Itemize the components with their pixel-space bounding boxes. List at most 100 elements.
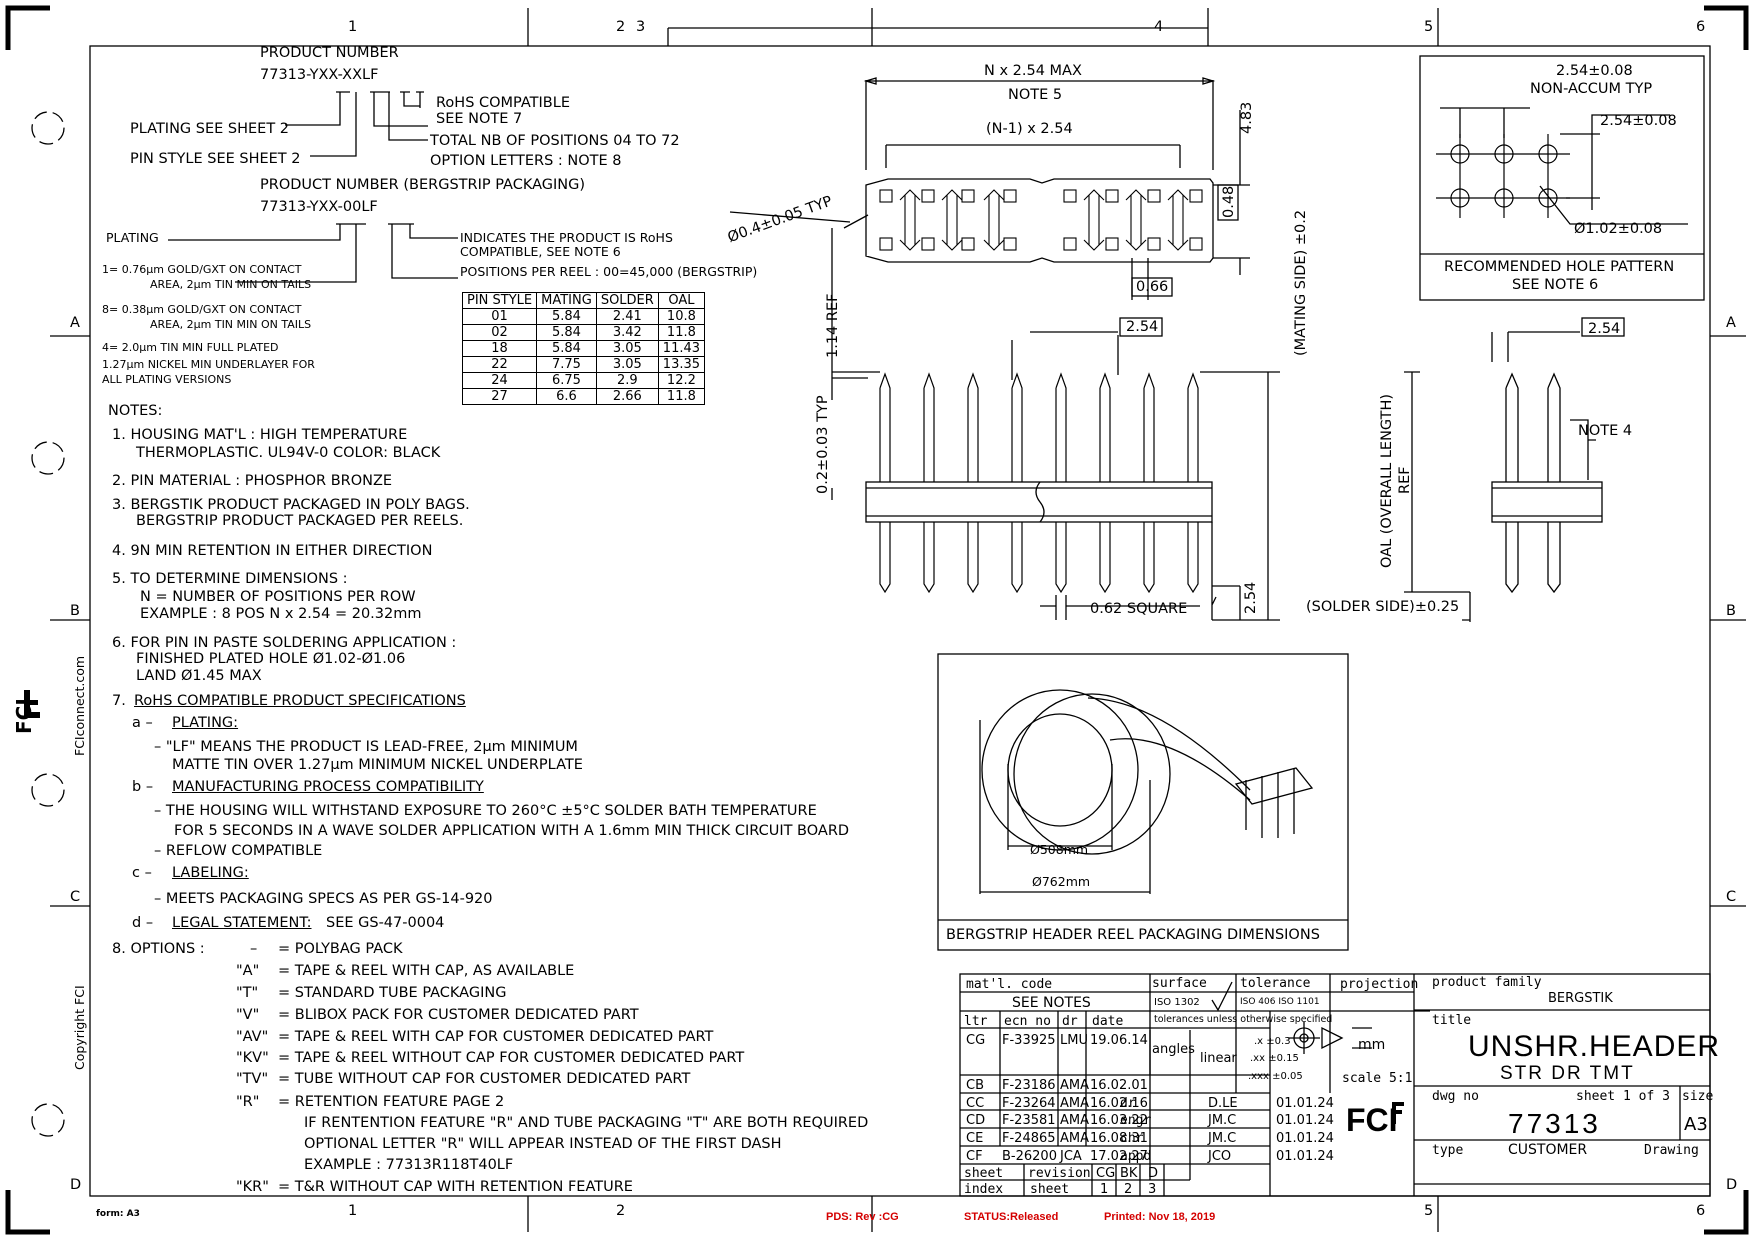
role-date: 01.01.24 <box>1276 1096 1334 1111</box>
rohs-see-note: SEE NOTE 7 <box>436 111 523 127</box>
hole-pitch-1: 2.54±0.08 <box>1556 63 1633 79</box>
role-name: JCO <box>1208 1149 1232 1164</box>
option-value: = POLYBAG PACK <box>278 941 403 957</box>
option-r-2: IF RENTENTION FEATURE "R" AND TUBE PACKA… <box>304 1115 869 1131</box>
note-6c: LAND Ø1.45 MAX <box>136 668 262 684</box>
see-notes: SEE NOTES <box>1012 995 1091 1011</box>
note-7b-label: b – <box>132 779 154 795</box>
note-7c-1: – MEETS PACKAGING SPECS AS PER GS-14-920 <box>154 891 493 907</box>
col-num-3: 3 <box>636 19 646 35</box>
notes-heading: NOTES: <box>108 403 163 419</box>
surface-label: surface <box>1152 976 1207 991</box>
reel-inner-diameter: Ø508mm <box>1030 842 1089 857</box>
projection-label: projection <box>1340 977 1419 992</box>
table-cell: 11.8 <box>657 388 706 405</box>
option-key: "KV" <box>236 1050 269 1066</box>
angles-label: angles <box>1152 1042 1195 1057</box>
dim-0-2-typ: 0.2±0.03 TYP <box>815 395 831 494</box>
indicates-rohs-2: COMPATIBLE, SEE NOTE 6 <box>460 244 621 259</box>
table-cell: 10.8 <box>657 308 706 325</box>
table-cell: 6.75 <box>536 372 597 389</box>
role-name: D.LE <box>1208 1096 1238 1111</box>
table-cell: 6.6 <box>536 388 597 405</box>
matl-code-label: mat'l. code <box>966 977 1053 992</box>
fci-logo: FCI <box>1346 1102 1398 1138</box>
note-1: 1. HOUSING MAT'L : HIGH TEMPERATURE <box>112 427 408 443</box>
option-key: "A" <box>236 963 260 979</box>
row-letter-a: A <box>70 315 80 331</box>
sheet-label: sheet <box>964 1166 1004 1181</box>
note-7-number: 7. <box>112 693 126 709</box>
dim-overall-length: OAL (OVERALL LENGTH) <box>1379 393 1395 568</box>
col-num-6: 6 <box>1696 19 1706 35</box>
table-cell: 13.35 <box>657 356 706 373</box>
col-num-5-bottom: 5 <box>1424 1203 1434 1219</box>
table-cell: 01 <box>461 308 538 325</box>
note-7a-2: MATTE TIN OVER 1.27µm MINIMUM NICKEL UND… <box>172 757 583 773</box>
product-number-title: PRODUCT NUMBER <box>260 45 399 61</box>
dim-2-54-end: 2.54 <box>1588 321 1621 337</box>
role-name: JM.C <box>1208 1113 1237 1128</box>
row-letter-c: C <box>70 889 81 905</box>
rev-date: 16.02.16 <box>1090 1096 1148 1111</box>
option-key: "V" <box>236 1007 260 1023</box>
units-mm: mm <box>1358 1037 1386 1053</box>
option-key: – <box>250 941 258 957</box>
pin-table-header: PIN STYLE <box>461 292 538 309</box>
note-7c-label: c – <box>132 865 152 881</box>
rev-val: BK <box>1120 1166 1138 1181</box>
note-7b-1: – THE HOUSING WILL WITHSTAND EXPOSURE TO… <box>154 803 817 819</box>
rohs-compatible: RoHS COMPATIBLE <box>436 95 570 111</box>
iso-406: ISO 406 ISO 1101 <box>1240 997 1320 1007</box>
side-fci-logo: FCI <box>12 698 36 734</box>
plating-option-8b: AREA, 2µm TIN MIN ON TAILS <box>150 318 312 331</box>
table-cell: 2.66 <box>595 388 659 405</box>
note-4: 4. 9N MIN RETENTION IN EITHER DIRECTION <box>112 543 433 559</box>
rev-ecn: B-26200 <box>1002 1149 1057 1164</box>
plating-option-1b: AREA, 2µm TIN MIN ON TAILS <box>150 278 312 291</box>
table-cell: 2.9 <box>595 372 659 389</box>
product-family-label: product family <box>1432 975 1542 990</box>
dim-solder-side: (SOLDER SIDE)±0.25 <box>1306 599 1460 615</box>
table-cell: 5.84 <box>536 340 597 357</box>
type-label: type <box>1432 1143 1464 1158</box>
dim-note5: NOTE 5 <box>1008 87 1063 103</box>
note-5c: EXAMPLE : 8 POS N x 2.54 = 20.32mm <box>140 606 422 622</box>
rev-dr: AMA <box>1060 1131 1090 1146</box>
tol-x1: .x ±0.3 <box>1254 1036 1291 1047</box>
role-name: JM.C <box>1208 1131 1237 1146</box>
option-value: = TAPE & REEL WITH CAP FOR CUSTOMER DEDI… <box>278 1029 714 1045</box>
note-6b: FINISHED PLATED HOLE Ø1.02-Ø1.06 <box>136 651 406 667</box>
option-key: "KR" <box>236 1179 269 1195</box>
size-label: size <box>1682 1089 1714 1104</box>
dwg-no-label: dwg no <box>1432 1089 1479 1104</box>
rev-header-ltr: ltr <box>964 1014 988 1029</box>
option-key: "AV" <box>236 1029 269 1045</box>
drawing-label: Drawing <box>1644 1143 1699 1158</box>
role-label: appd <box>1120 1149 1152 1164</box>
dim-0-62-square: 0.62 SQUARE <box>1090 601 1188 617</box>
table-cell: 02 <box>461 324 538 341</box>
note-7b-3: – REFLOW COMPATIBLE <box>154 843 323 859</box>
rev-ecn: F-23264 <box>1002 1096 1056 1111</box>
table-cell: 12.2 <box>657 372 706 389</box>
revision-label: revision <box>1028 1166 1091 1181</box>
table-cell: 11.43 <box>657 340 706 357</box>
dim-2-54-pitch: 2.54 <box>1126 319 1159 335</box>
rev-date: 16.08.31 <box>1090 1131 1148 1146</box>
table-cell: 7.75 <box>536 356 597 373</box>
row-letter-c-right: C <box>1726 889 1737 905</box>
rev-ecn: F-33925 <box>1002 1033 1056 1048</box>
idx-val: 3 <box>1148 1182 1157 1197</box>
table-cell: 2.41 <box>595 308 659 325</box>
index-label: index <box>964 1182 1004 1197</box>
rev-ltr: CB <box>966 1078 984 1093</box>
note-7c-heading: LABELING: <box>172 865 249 881</box>
hole-pattern-see-note: SEE NOTE 6 <box>1512 277 1599 293</box>
col-num-2: 2 <box>616 19 626 35</box>
sheet-label-2: sheet <box>1030 1182 1070 1197</box>
note-2: 2. PIN MATERIAL : PHOSPHOR BRONZE <box>112 473 393 489</box>
